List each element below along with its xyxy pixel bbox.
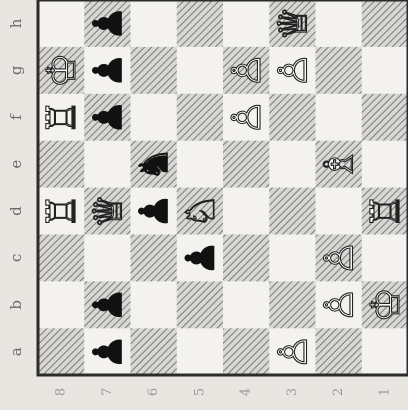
white-knight-icon: ♘ xyxy=(178,193,224,229)
square-f3 xyxy=(269,94,316,141)
square-h6 xyxy=(131,0,178,47)
square-a6 xyxy=(131,328,178,375)
square-f2 xyxy=(316,94,363,141)
white-queen-icon: ♕ xyxy=(85,193,131,229)
white-pawn-icon: ♙ xyxy=(317,287,363,323)
square-f5 xyxy=(177,94,224,141)
square-c7 xyxy=(84,235,131,282)
square-h2 xyxy=(316,0,363,47)
square-h1 xyxy=(362,0,408,47)
square-b5 xyxy=(177,281,224,328)
square-a8 xyxy=(38,328,85,375)
black-pawn-icon: ♟ xyxy=(85,52,131,88)
white-rook-icon: ♖ xyxy=(39,99,85,135)
square-a4 xyxy=(223,328,270,375)
white-pawn-icon: ♙ xyxy=(224,99,270,135)
file-labels: h g f e d c b a xyxy=(7,18,25,356)
rank-label: 1 xyxy=(377,388,392,396)
square-b4 xyxy=(223,281,270,328)
square-g5 xyxy=(177,47,224,94)
black-pawn-icon: ♟ xyxy=(85,99,131,135)
file-label: g xyxy=(7,65,25,75)
square-f6 xyxy=(131,94,178,141)
black-pawn-icon: ♟ xyxy=(132,193,178,229)
square-d3 xyxy=(269,188,316,235)
file-label: a xyxy=(7,347,25,356)
file-label: b xyxy=(7,300,25,310)
square-d4 xyxy=(223,188,270,235)
file-label: f xyxy=(7,113,25,120)
white-pawn-icon: ♙ xyxy=(317,240,363,276)
rank-label: 4 xyxy=(239,388,254,396)
square-a2 xyxy=(316,328,363,375)
square-g1 xyxy=(362,47,408,94)
square-h5 xyxy=(177,0,224,47)
square-h4 xyxy=(223,0,270,47)
square-e4 xyxy=(223,141,270,188)
black-pawn-icon: ♟ xyxy=(85,6,131,42)
square-e3 xyxy=(269,141,316,188)
square-a5 xyxy=(177,328,224,375)
square-e5 xyxy=(177,141,224,188)
white-rook-icon: ♖ xyxy=(363,193,408,229)
square-b8 xyxy=(38,281,85,328)
square-c8 xyxy=(38,235,85,282)
rank-label: 7 xyxy=(100,388,115,396)
rank-label: 8 xyxy=(54,388,69,396)
file-label: h xyxy=(7,18,25,28)
square-c4 xyxy=(223,235,270,282)
white-rook-icon: ♖ xyxy=(39,193,85,229)
black-pawn-icon: ♟ xyxy=(85,334,131,370)
white-pawn-icon: ♙ xyxy=(270,334,316,370)
square-g2 xyxy=(316,47,363,94)
white-king-icon: ♔ xyxy=(39,52,85,88)
black-pawn-icon: ♟ xyxy=(85,287,131,323)
square-b3 xyxy=(269,281,316,328)
white-bishop-icon: ♗ xyxy=(317,146,363,182)
black-pawn-icon: ♟ xyxy=(178,240,224,276)
square-c1 xyxy=(362,235,408,282)
white-pawn-icon: ♙ xyxy=(270,52,316,88)
square-e7 xyxy=(84,141,131,188)
square-e8 xyxy=(38,141,85,188)
file-label: c xyxy=(7,254,25,262)
square-c6 xyxy=(131,235,178,282)
rank-labels: 8 7 6 5 4 3 2 1 xyxy=(54,388,393,396)
white-king-icon: ♔ xyxy=(363,287,408,323)
file-label: d xyxy=(7,206,25,216)
white-queen-icon: ♕ xyxy=(270,6,316,42)
rank-label: 3 xyxy=(285,388,300,396)
square-h8 xyxy=(38,0,85,47)
white-pawn-icon: ♙ xyxy=(224,52,270,88)
rank-label: 2 xyxy=(331,388,346,396)
file-label: e xyxy=(7,160,25,169)
square-e1 xyxy=(362,141,408,188)
square-a1 xyxy=(362,328,408,375)
black-knight-icon: ♞ xyxy=(132,146,178,182)
square-d2 xyxy=(316,188,363,235)
square-f1 xyxy=(362,94,408,141)
rank-label: 5 xyxy=(192,388,207,396)
rank-label: 6 xyxy=(146,388,161,396)
square-c3 xyxy=(269,235,316,282)
square-b6 xyxy=(131,281,178,328)
square-g6 xyxy=(131,47,178,94)
